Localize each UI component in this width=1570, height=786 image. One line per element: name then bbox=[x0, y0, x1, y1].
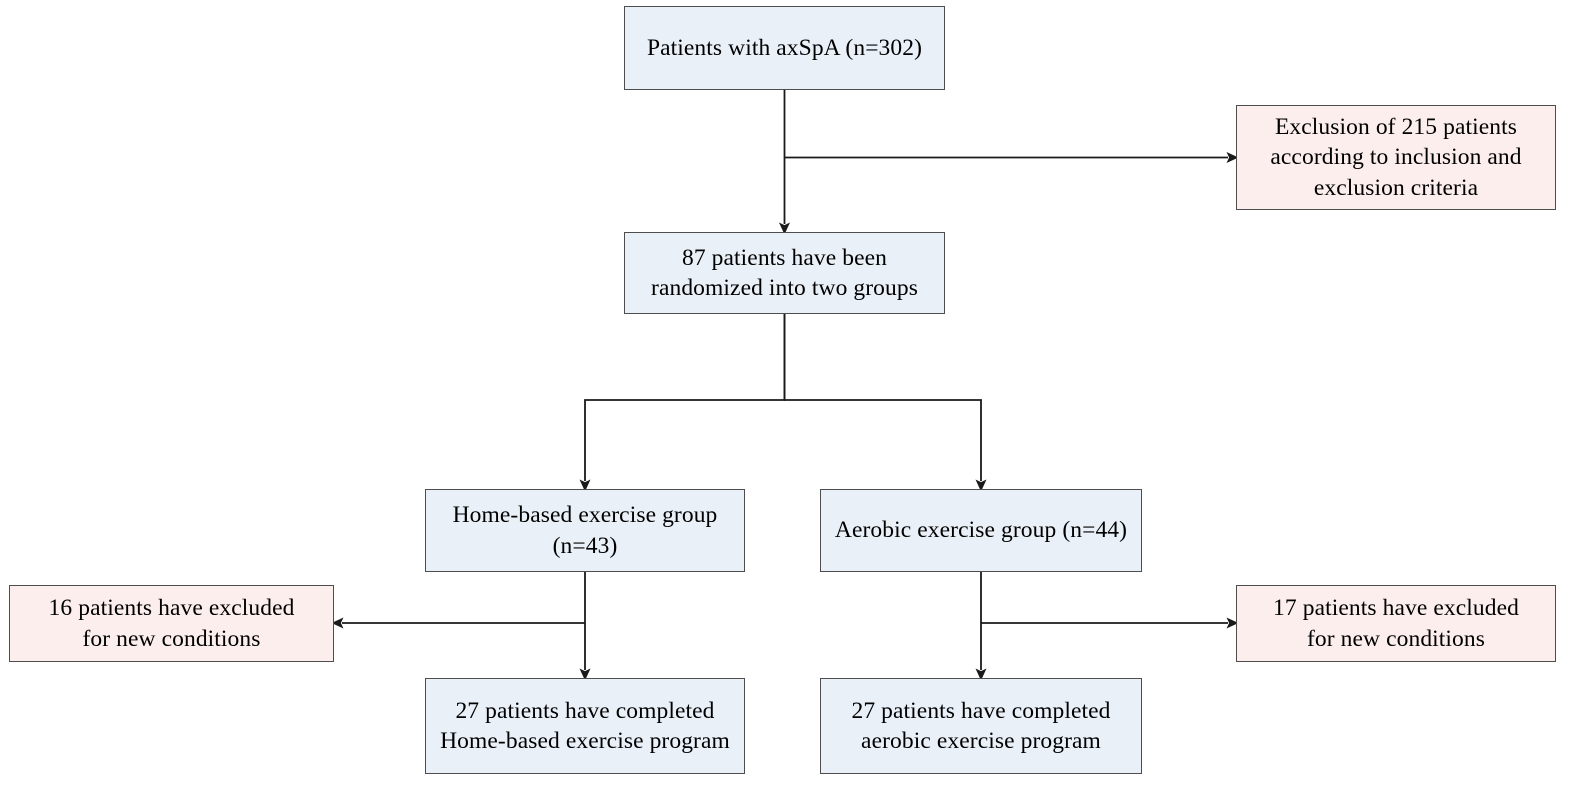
randomized-box-label: 87 patients have been randomized into tw… bbox=[651, 244, 918, 301]
patients-with-axspa-box: Patients with axSpA (n=302) bbox=[624, 6, 945, 90]
aerobic-completed-box: 27 patients have completed aerobic exerc… bbox=[820, 678, 1142, 774]
home-based-completed-box-label: 27 patients have completed Home-based ex… bbox=[440, 697, 730, 754]
aerobic-group-exclusions-box: 17 patients have excluded for new condit… bbox=[1236, 585, 1556, 662]
home-group-exclusions-box: 16 patients have excluded for new condit… bbox=[9, 585, 334, 662]
aerobic-completed-box-label: 27 patients have completed aerobic exerc… bbox=[851, 697, 1111, 754]
aerobic-group-exclusions-box-label: 17 patients have excluded for new condit… bbox=[1273, 595, 1519, 652]
exclusion-criteria-box-label: Exclusion of 215 patients according to i… bbox=[1270, 114, 1522, 201]
randomized-box: 87 patients have been randomized into tw… bbox=[624, 232, 945, 314]
edge-randomized-to-aerobic-group bbox=[783, 314, 987, 492]
aerobic-exercise-group-box-label: Aerobic exercise group (n=44) bbox=[834, 517, 1128, 544]
home-group-exclusions-box-label: 16 patients have excluded for new condit… bbox=[48, 595, 295, 652]
home-based-exercise-group-box: Home-based exercise group (n=43) bbox=[425, 489, 745, 572]
patients-with-axspa-box-label: Patients with axSpA (n=302) bbox=[646, 34, 923, 61]
home-based-exercise-group-box-label: Home-based exercise group (n=43) bbox=[452, 502, 718, 559]
aerobic-exercise-group-box: Aerobic exercise group (n=44) bbox=[820, 489, 1142, 572]
exclusion-criteria-box: Exclusion of 215 patients according to i… bbox=[1236, 105, 1556, 210]
edge-randomized-to-home-group bbox=[579, 314, 786, 492]
home-based-completed-box: 27 patients have completed Home-based ex… bbox=[425, 678, 745, 774]
